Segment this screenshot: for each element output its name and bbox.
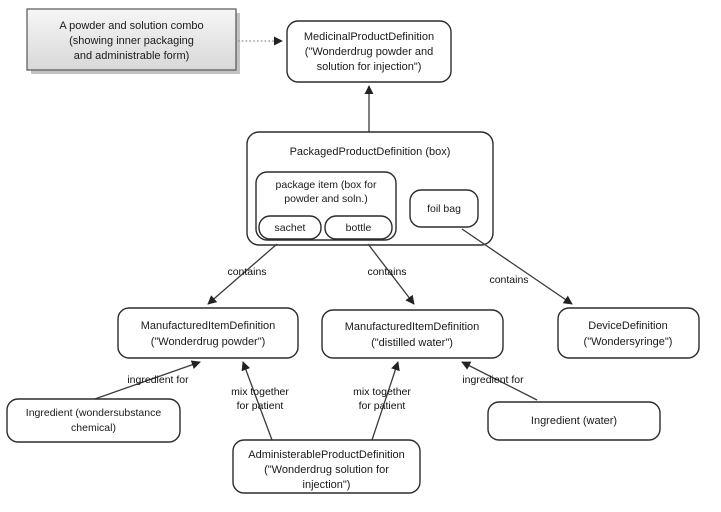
- manufactured-item-powder-box[interactable]: [117, 307, 299, 359]
- edge-admin-mix-powder: [241, 361, 273, 441]
- foil-bag[interactable]: foil bag: [409, 189, 479, 228]
- device-definition[interactable]: DeviceDefinition ("Wondersyringe"): [557, 307, 700, 359]
- bottle-label: bottle: [346, 222, 372, 234]
- note-line-1: A powder and solution combo: [59, 20, 203, 32]
- foil-bag-label: foil bag: [427, 203, 461, 215]
- bottle[interactable]: bottle: [324, 215, 393, 240]
- manufactured-item-powder[interactable]: ManufacturedItemDefinition ("Wonderdrug …: [117, 307, 299, 359]
- edge-label-mix-left-1: mix together: [231, 386, 289, 398]
- ingredient-wondersubstance-line-1: Ingredient (wondersubstance: [26, 407, 162, 419]
- edge-water-ingredient-for: [461, 361, 538, 401]
- edge-foilbag-contains-device: [461, 228, 573, 305]
- edge-sachet-contains-powder: [207, 243, 278, 305]
- medicinal-product-definition-box[interactable]: [286, 20, 452, 83]
- manufactured-item-powder-line-1: ManufacturedItemDefinition: [141, 320, 276, 332]
- edge-label-mix-left-2: for patient: [237, 400, 284, 412]
- manufactured-item-water[interactable]: ManufacturedItemDefinition ("distilled w…: [321, 309, 504, 359]
- ingredient-wondersubstance-box[interactable]: [6, 398, 181, 443]
- ingredient-water[interactable]: Ingredient (water): [487, 401, 661, 441]
- sachet[interactable]: sachet: [258, 215, 322, 240]
- note-combo: A powder and solution combo (showing inn…: [26, 8, 240, 74]
- medicinal-product-definition-line-3: solution for injection"): [317, 61, 422, 73]
- edge-label-contains-3: contains: [489, 274, 528, 286]
- medicinal-product-definition-line-1: MedicinalProductDefinition: [304, 31, 434, 43]
- administerable-product-definition-line-1: AdministerableProductDefinition: [248, 449, 405, 461]
- device-definition-box[interactable]: [557, 307, 700, 359]
- sachet-box[interactable]: [258, 215, 322, 240]
- packaged-product-definition[interactable]: PackagedProductDefinition (box) package …: [246, 131, 494, 246]
- edge-label-mix-right-2: for patient: [359, 400, 406, 412]
- administerable-product-definition-line-2: ("Wonderdrug solution for: [264, 464, 389, 476]
- ingredient-water-box[interactable]: [487, 401, 661, 441]
- package-item-line-1: package item (box for: [276, 179, 377, 191]
- note-line-3: and administrable form): [74, 50, 190, 62]
- note-line-2: (showing inner packaging: [69, 35, 194, 47]
- edge-label-mix-right-1: mix together: [353, 386, 411, 398]
- ingredient-wondersubstance-line-2: chemical): [71, 422, 116, 434]
- edge-label-contains-2: contains: [367, 266, 406, 278]
- device-definition-line-1: DeviceDefinition: [588, 320, 667, 332]
- edge-label-ingredient-for-left: ingredient for: [127, 374, 189, 386]
- foil-bag-box[interactable]: [409, 189, 479, 228]
- manufactured-item-water-line-1: ManufacturedItemDefinition: [345, 321, 480, 333]
- manufactured-item-powder-line-2: ("Wonderdrug powder"): [151, 336, 266, 348]
- edge-label-ingredient-for-right: ingredient for: [462, 374, 524, 386]
- package-item-line-2: powder and soln.): [284, 193, 367, 205]
- sachet-label: sachet: [275, 222, 306, 234]
- administerable-product-definition-box[interactable]: [232, 439, 421, 494]
- package-item[interactable]: package item (box for powder and soln.) …: [255, 171, 397, 241]
- bottle-box[interactable]: [324, 215, 393, 240]
- manufactured-item-water-box[interactable]: [321, 309, 504, 359]
- ingredient-wondersubstance[interactable]: Ingredient (wondersubstance chemical): [6, 398, 181, 443]
- medicinal-product-definition[interactable]: MedicinalProductDefinition ("Wonderdrug …: [286, 20, 452, 83]
- packaged-product-definition-label: PackagedProductDefinition (box): [290, 146, 451, 158]
- edge-chemical-ingredient-for-powder: [91, 360, 201, 401]
- note-body: [26, 8, 237, 71]
- administerable-product-definition[interactable]: AdministerableProductDefinition ("Wonder…: [232, 439, 421, 494]
- administerable-product-definition-line-3: injection"): [303, 479, 351, 491]
- medicinal-product-definition-line-2: ("Wonderdrug powder and: [305, 46, 433, 58]
- device-definition-line-2: ("Wondersyringe"): [584, 336, 673, 348]
- edge-admin-mix-water: [371, 361, 400, 441]
- ingredient-water-label: Ingredient (water): [531, 415, 617, 427]
- edge-label-contains-1: contains: [227, 266, 266, 278]
- manufactured-item-water-line-2: ("distilled water"): [371, 337, 453, 349]
- edge-bottle-contains-water: [367, 243, 415, 305]
